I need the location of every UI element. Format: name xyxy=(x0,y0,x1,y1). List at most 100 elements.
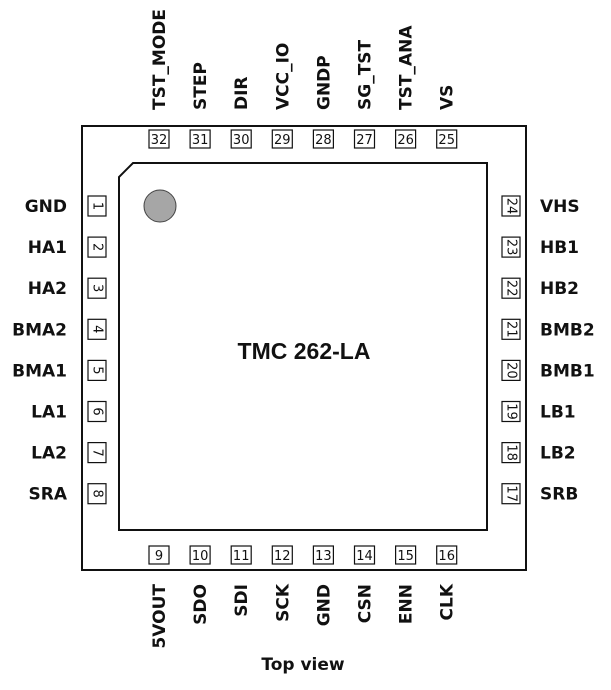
pin-label: BMB2 xyxy=(540,320,595,340)
pin-number: 27 xyxy=(356,133,373,148)
pin-box xyxy=(353,545,376,565)
pin-right-23: 23 HB1 xyxy=(501,236,579,258)
pin-label: HB1 xyxy=(540,238,579,258)
pin-box xyxy=(189,129,211,149)
pin-label: HA2 xyxy=(28,279,67,299)
pin-label: ENN xyxy=(397,584,417,624)
pin-right-21: 21 BMB2 xyxy=(501,318,595,340)
pin-box xyxy=(436,545,458,565)
pin-box xyxy=(501,483,521,505)
pin-box xyxy=(271,129,293,149)
pin-box xyxy=(501,359,521,381)
pin-label: VS xyxy=(438,85,458,110)
pin-label: CSN xyxy=(356,584,376,623)
pin-number: 17 xyxy=(504,485,519,502)
pin-box xyxy=(501,442,521,464)
pin-number: 32 xyxy=(151,133,168,148)
pin-label: GNDP xyxy=(314,55,334,110)
pin-top-28: 28 GNDP xyxy=(312,55,334,149)
pin-label: LB1 xyxy=(540,403,576,423)
pin-top-26: 26 TST_ANA xyxy=(395,25,417,149)
pin-label: LA1 xyxy=(31,403,67,423)
pin-number: 31 xyxy=(192,133,209,148)
pin-label: SDO xyxy=(191,584,211,625)
pin-box xyxy=(87,359,107,381)
pin-box xyxy=(230,129,252,149)
pin-number: 4 xyxy=(90,325,105,333)
pin-box xyxy=(436,129,458,149)
pin-label: TST_ANA xyxy=(397,25,417,110)
pin-number: 28 xyxy=(315,133,332,148)
pin-box xyxy=(501,318,521,340)
pin-number: 7 xyxy=(90,448,105,456)
pin-number: 16 xyxy=(438,549,455,564)
pin-label: VHS xyxy=(540,197,580,217)
pin-right-17: 17 SRB xyxy=(501,483,578,505)
pin-right-18: 18 LB2 xyxy=(501,442,576,464)
pin-number: 25 xyxy=(438,133,455,148)
pin-number: 24 xyxy=(504,198,519,215)
pin-box xyxy=(312,545,334,565)
pin-number: 18 xyxy=(504,444,519,461)
pin-label: SRB xyxy=(540,485,578,505)
pin-label: SG_TST xyxy=(356,39,376,110)
pin-number: 14 xyxy=(356,549,373,564)
pin-top-27: 27 SG_TST xyxy=(353,39,376,149)
pin-label: STEP xyxy=(191,62,211,110)
pin-box xyxy=(148,129,170,149)
pin-box xyxy=(271,545,293,565)
pin-number: 8 xyxy=(90,490,105,498)
pin-box xyxy=(87,277,107,299)
pin-number: 9 xyxy=(155,549,163,564)
view-label: Top view xyxy=(261,655,345,675)
pin-number: 20 xyxy=(504,362,519,379)
pin-number: 23 xyxy=(504,239,519,256)
pin-number: 2 xyxy=(90,243,105,251)
pin-box xyxy=(501,195,521,217)
pin-label: CLK xyxy=(438,583,458,620)
pin-box xyxy=(501,400,521,423)
pin-box xyxy=(501,277,521,299)
pin-left-1: 1 GND xyxy=(25,195,107,217)
die-outline xyxy=(118,162,488,531)
pin-box xyxy=(148,545,170,565)
pin-number: 15 xyxy=(397,549,414,564)
pin-label: SDI xyxy=(232,584,252,617)
pin-label: BMB1 xyxy=(540,361,595,381)
pin-number: 5 xyxy=(90,366,105,374)
pin-right-24: 24 VHS xyxy=(501,195,580,217)
pin-label: LB2 xyxy=(540,444,576,464)
pin-label: GND xyxy=(25,197,67,217)
pin-box xyxy=(87,400,107,423)
pin-box xyxy=(87,483,107,505)
pin-number: 26 xyxy=(397,133,414,148)
pin-number: 30 xyxy=(233,133,250,148)
pin-number: 12 xyxy=(274,549,291,564)
pin-box xyxy=(395,545,417,565)
pin-right-20: 20 BMB1 xyxy=(501,359,595,381)
pin-top-25: 25 VS xyxy=(436,85,458,149)
pin-number: 10 xyxy=(192,549,209,564)
pin-label: LA2 xyxy=(31,444,67,464)
pin-box xyxy=(230,545,252,565)
pin-number: 29 xyxy=(274,133,291,148)
pin-number: 21 xyxy=(504,321,519,338)
pin-box xyxy=(87,236,107,258)
pin-number: 22 xyxy=(504,280,519,297)
pin-label: GND xyxy=(314,584,334,626)
pin-number: 1 xyxy=(90,202,105,210)
pin-box xyxy=(87,318,107,340)
